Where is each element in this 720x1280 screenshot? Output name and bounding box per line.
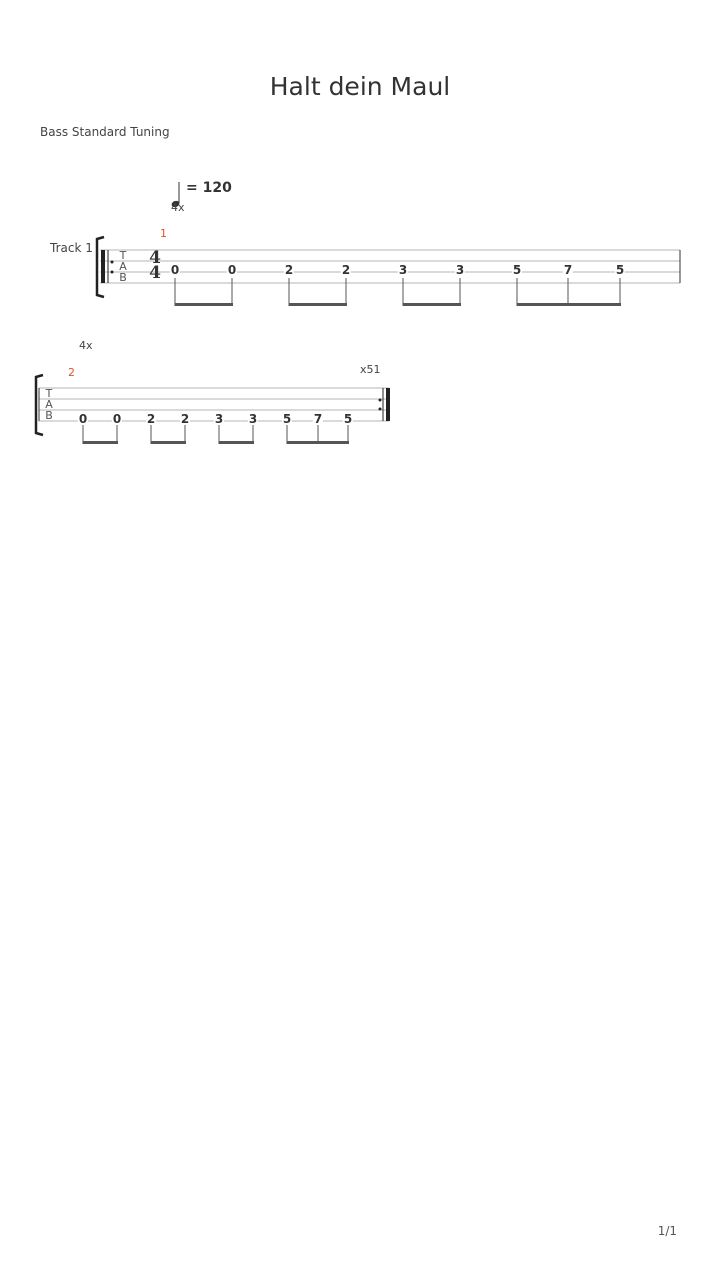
fret-number: 7 — [312, 412, 324, 426]
system-1 — [95, 235, 681, 306]
repeat-end-thick — [386, 388, 390, 421]
tab-clef-b: B — [119, 271, 127, 284]
fret-number: 5 — [281, 412, 293, 426]
fret-number: 0 — [77, 412, 89, 426]
tempo-note-icon — [171, 182, 180, 208]
fret-number: 7 — [562, 263, 574, 277]
time-signature-top: 4 — [149, 248, 161, 268]
system-bracket — [34, 373, 44, 437]
system-2 — [34, 373, 390, 444]
track-name: Track 1 — [50, 241, 93, 255]
tab-clef-t: T — [45, 387, 53, 400]
bar-number: 1 — [160, 227, 167, 240]
fret-number: 3 — [397, 263, 409, 277]
page-number: 1/1 — [657, 1224, 677, 1238]
fret-number: 3 — [454, 263, 466, 277]
repeat-start-thick — [101, 250, 105, 283]
song-title: Halt dein Maul — [269, 72, 451, 101]
tab-clef-a: A — [119, 260, 127, 273]
tab-clef-t: T — [119, 249, 127, 262]
system-bracket — [95, 235, 105, 299]
fret-number: 0 — [111, 412, 123, 426]
fret-number: 2 — [179, 412, 191, 426]
fret-number: 0 — [226, 263, 238, 277]
repeat-end-count: x51 — [360, 363, 381, 376]
fret-number: 5 — [614, 263, 626, 277]
time-signature-bottom: 4 — [149, 263, 161, 283]
fret-number: 2 — [340, 263, 352, 277]
fret-number: 2 — [145, 412, 157, 426]
fret-number: 2 — [283, 263, 295, 277]
tuning-label: Bass Standard Tuning — [40, 125, 170, 139]
tab-clef-b: B — [45, 409, 53, 422]
repeat-count: 4x — [171, 201, 185, 214]
fret-number: 5 — [511, 263, 523, 277]
tempo-marking: = 120 — [186, 180, 232, 196]
fret-number: 5 — [342, 412, 354, 426]
fret-number: 3 — [247, 412, 259, 426]
repeat-count: 4x — [79, 339, 93, 352]
fret-number: 3 — [213, 412, 225, 426]
bar-number: 2 — [68, 366, 75, 379]
fret-number: 0 — [169, 263, 181, 277]
tab-clef-a: A — [45, 398, 53, 411]
